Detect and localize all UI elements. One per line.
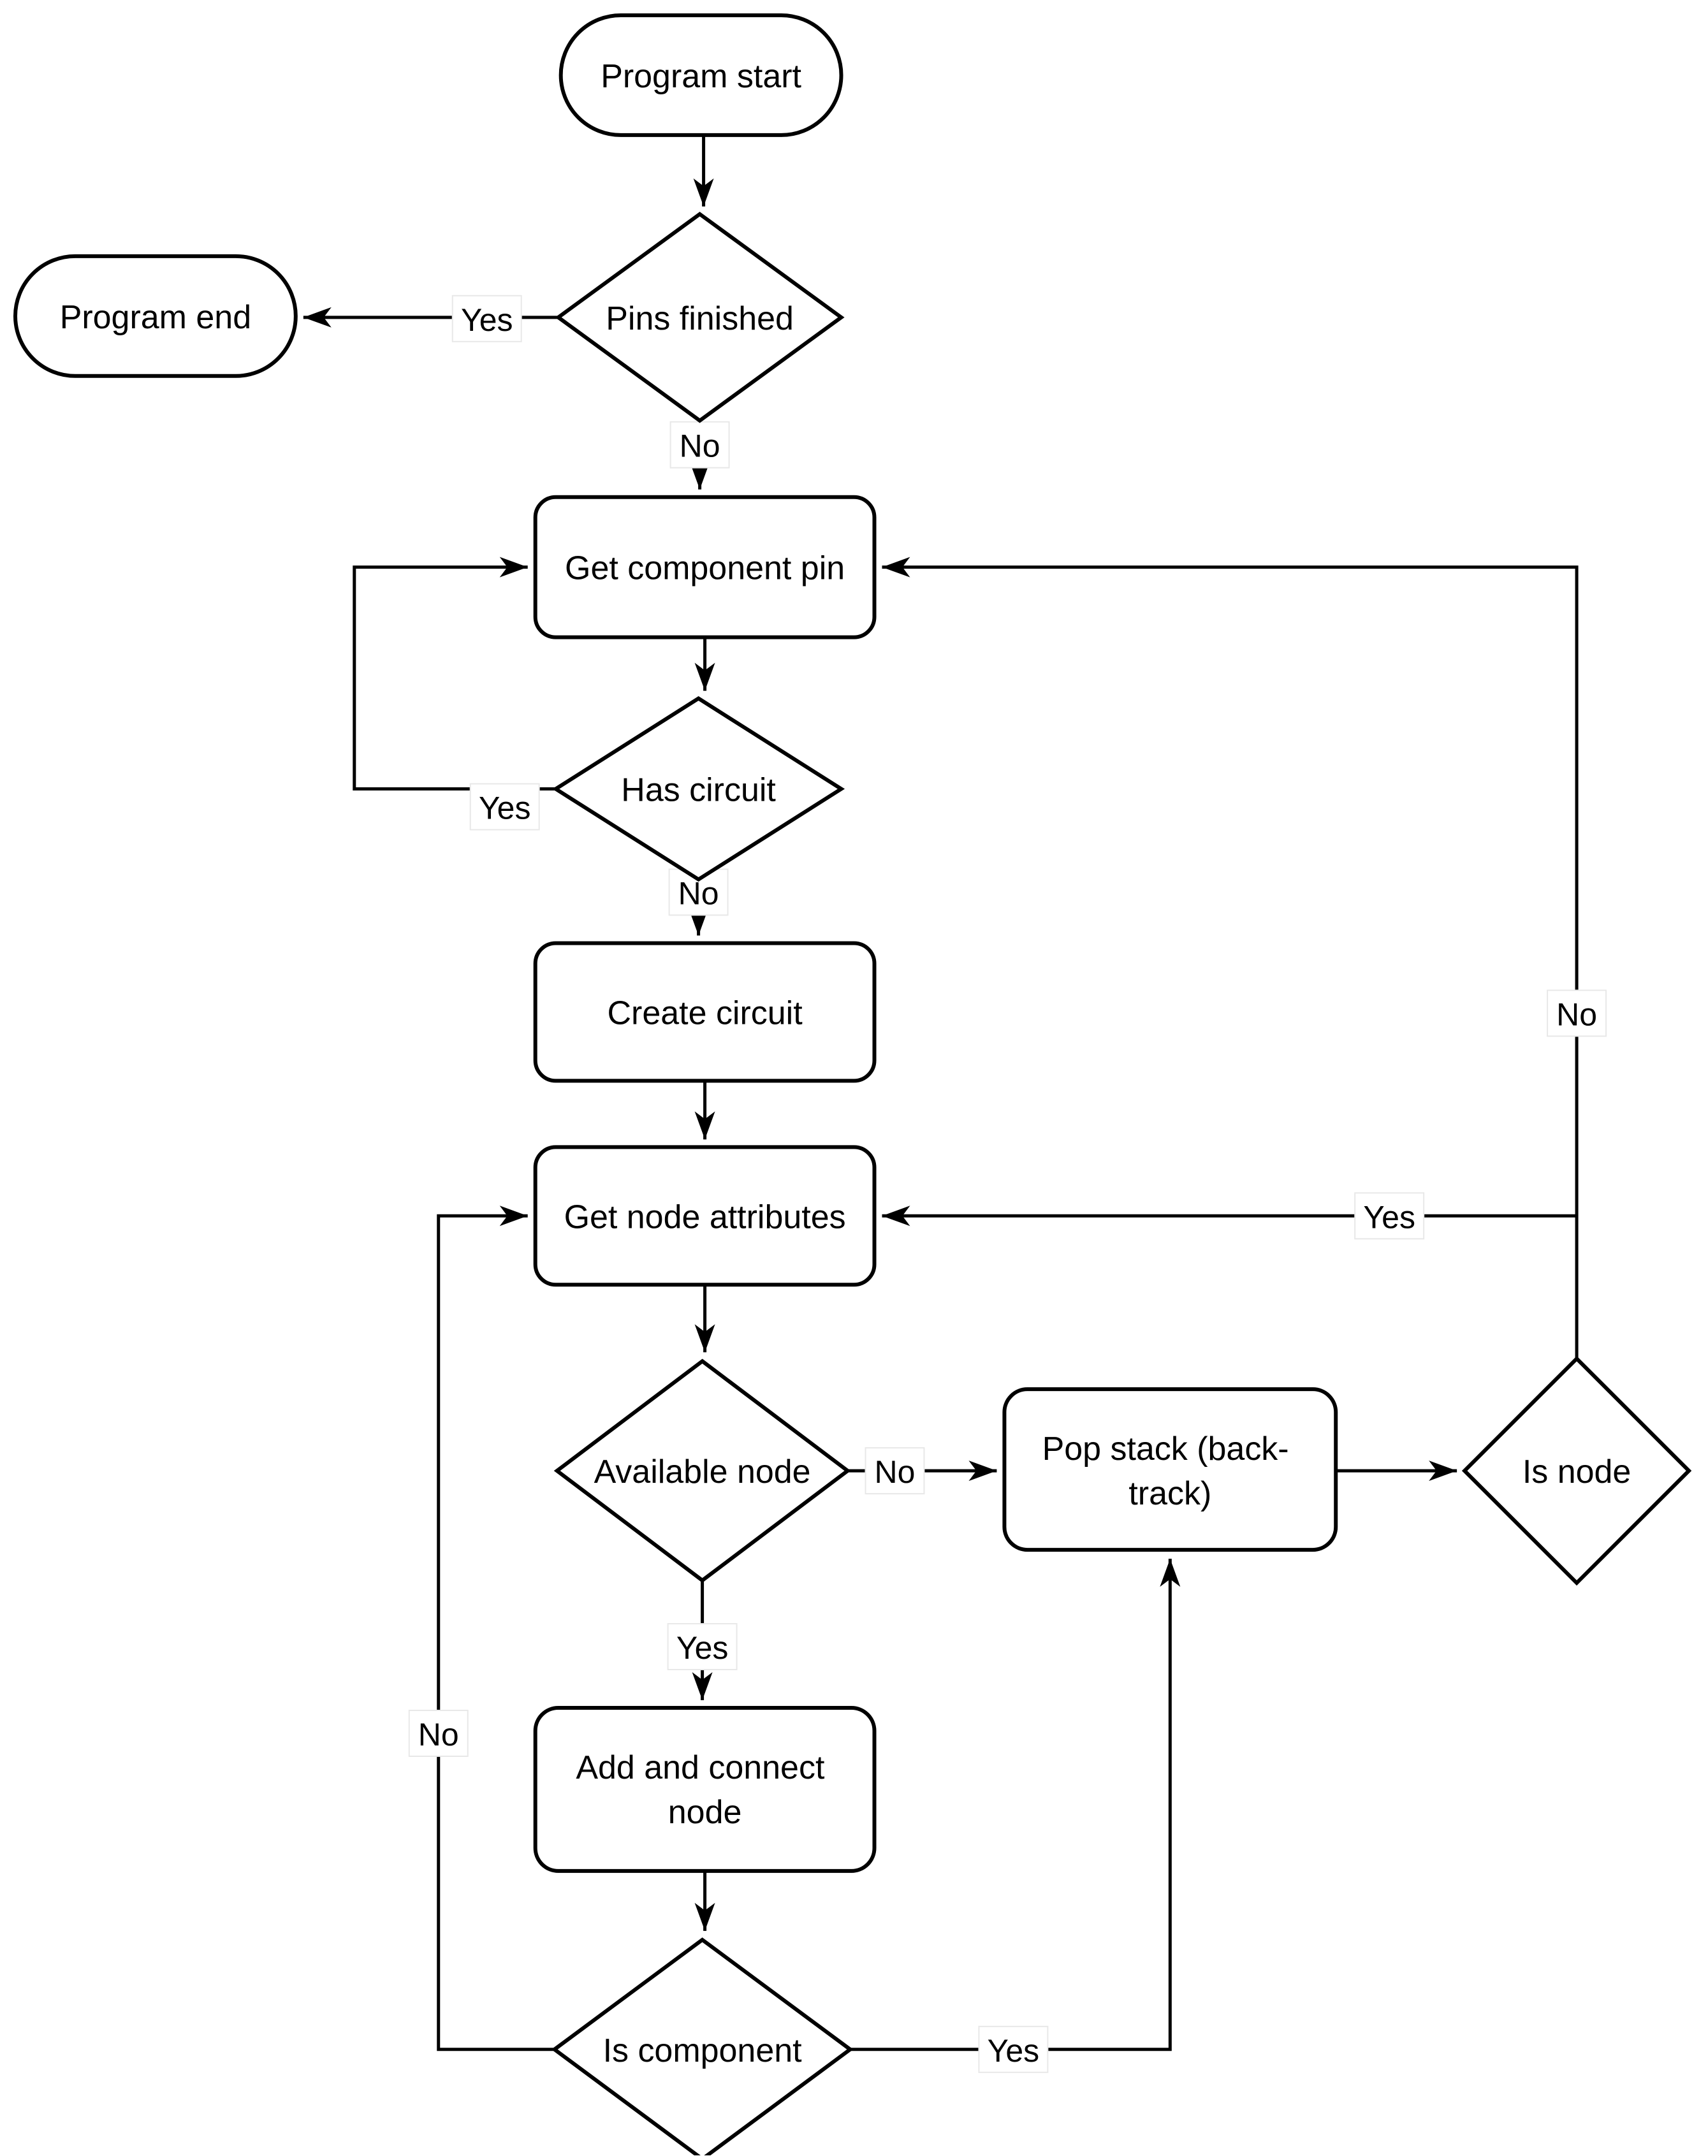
edge-labels: Yes No Yes No No Yes No Yes: [408, 295, 1607, 2073]
edge-label-text: Yes: [988, 2033, 1040, 2069]
edge-label-text: No: [680, 428, 720, 464]
edge-label-text: Yes: [461, 302, 513, 338]
node-label: Pop stack (back- track): [1042, 1431, 1298, 1512]
node-label: Get component pin: [565, 550, 845, 587]
edge-label-text: No: [1556, 996, 1597, 1032]
diamond-shape: [555, 212, 845, 423]
node-program-end: Program end: [13, 254, 298, 378]
edge-label-text: Yes: [1363, 1199, 1415, 1235]
process-shape: [533, 495, 877, 639]
node-pins-finished: Pins finished: [555, 212, 845, 423]
node-label-line1: Add and connect: [576, 1749, 825, 1786]
edge-has-circuit-to-get-component-pin: [353, 557, 556, 791]
node-label: Has circuit: [621, 772, 776, 809]
edge-label-text: No: [875, 1454, 916, 1490]
stadium-shape: [558, 13, 843, 137]
edge-label-yes-available-add: Yes: [667, 1623, 738, 1671]
node-label-line2: node: [668, 1794, 742, 1831]
diamond-shape: [552, 696, 845, 882]
node-label: Is node: [1522, 1453, 1631, 1490]
node-label-line2: track): [1128, 1475, 1211, 1512]
diamond-shape: [1461, 1355, 1692, 1586]
node-is-node: Is node: [1461, 1355, 1692, 1586]
node-label: Add and connect node: [576, 1749, 834, 1831]
diamond-shape: [551, 1937, 854, 2155]
edge-label-bg: [408, 1709, 469, 1757]
edge-label-bg: [451, 295, 522, 342]
node-label: Program start: [601, 58, 801, 95]
stadium-shape: [13, 254, 298, 378]
edge-label-no-is-component-gna: No: [408, 1709, 469, 1757]
edge-label-no-is-node-gcp: No: [1547, 989, 1607, 1037]
edge-label-yes-is-node-gna: Yes: [1354, 1192, 1425, 1240]
edges: [303, 135, 1579, 2051]
node-get-component-pin: Get component pin: [533, 495, 877, 639]
process-shape: [533, 1145, 877, 1287]
edge-label-yes-is-component-pop: Yes: [978, 2025, 1049, 2073]
edge-label-bg: [978, 2025, 1049, 2073]
edge-is-component-to-get-node-attributes: [437, 1205, 555, 2051]
node-get-node-attributes: Get node attributes: [533, 1145, 877, 1287]
process-shape: [1002, 1387, 1338, 1552]
edge-label-bg: [667, 1623, 738, 1671]
node-add-connect-node: Add and connect node: [533, 1705, 877, 1873]
node-label-line1: Pop stack (back-: [1042, 1431, 1289, 1468]
edge-label-text: Yes: [676, 1630, 729, 1666]
edge-label-yes-pins-finished-end: Yes: [451, 295, 522, 342]
process-shape: [533, 1705, 877, 1873]
node-label: Is component: [603, 2032, 803, 2069]
node-label: Program end: [60, 299, 251, 336]
node-create-circuit: Create circuit: [533, 941, 877, 1083]
edge-is-node-to-get-component-pin: [882, 557, 1579, 1359]
node-is-component: Is component: [551, 1937, 854, 2155]
node-has-circuit: Has circuit: [552, 696, 845, 882]
node-label: Get node attributes: [564, 1198, 846, 1235]
node-label: Pins finished: [606, 300, 794, 337]
node-pop-stack: Pop stack (back- track): [1002, 1387, 1338, 1552]
edge-label-no-pins-finished-gcp: No: [669, 421, 730, 469]
edge-label-bg: [1547, 989, 1607, 1037]
node-label: Available node: [594, 1453, 811, 1490]
nodes: Program start Pins finished Program end …: [13, 13, 1692, 2155]
edge-label-no-available-pop: No: [865, 1447, 925, 1495]
edge-label-text: No: [418, 1717, 459, 1752]
edge-label-bg: [1354, 1192, 1425, 1240]
edge-label-bg: [469, 783, 540, 831]
node-label: Create circuit: [608, 994, 803, 1031]
edge-label-bg: [865, 1447, 925, 1495]
diamond-shape: [553, 1358, 851, 1583]
node-program-start: Program start: [558, 13, 843, 137]
edge-label-yes-has-circuit-gcp: Yes: [469, 783, 540, 831]
edge-is-component-to-pop-stack: [850, 1559, 1181, 2051]
process-shape: [533, 941, 877, 1083]
node-available-node: Available node: [553, 1358, 851, 1583]
edge-label-text: Yes: [479, 790, 531, 826]
